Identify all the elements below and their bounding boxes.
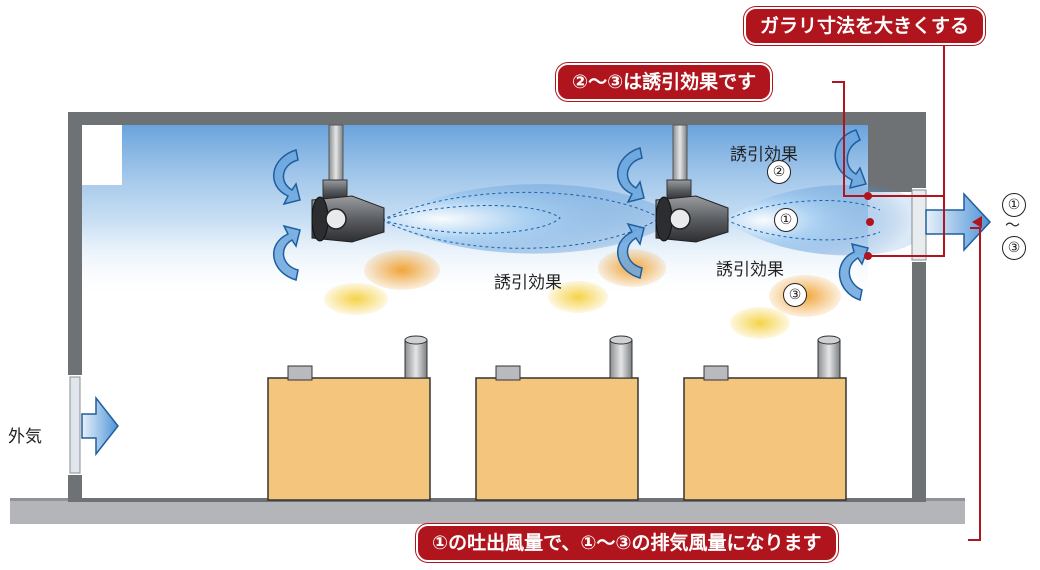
machines bbox=[267, 335, 847, 501]
label-outside-air: 外気 bbox=[8, 427, 42, 447]
callout-induction-note: ②〜③は誘引効果です bbox=[556, 63, 773, 101]
marker-three-outlet: ③ bbox=[1002, 236, 1026, 260]
marker-three: ③ bbox=[783, 283, 807, 307]
label-induction-left: 誘引効果 bbox=[494, 273, 562, 293]
marker-two: ② bbox=[767, 160, 791, 184]
marker-one-outlet: ① bbox=[1002, 193, 1026, 217]
flow-arrow-icon bbox=[925, 192, 992, 252]
fan-jet-nozzle-icon bbox=[655, 124, 729, 243]
label-induction-bottom-right: 誘引効果 bbox=[716, 260, 784, 280]
callout-exhaust-volume: ①の吐出風量で、①〜③の排気風量になります bbox=[416, 524, 838, 562]
label-induction-top-right: 誘引効果 bbox=[730, 145, 798, 165]
flow-arrow-icon bbox=[81, 395, 119, 457]
fan-jet-nozzle-icon bbox=[311, 124, 385, 243]
leader-lines bbox=[832, 40, 981, 541]
marker-tilde: 〜 bbox=[1005, 216, 1021, 234]
callout-louver-size: ガラリ寸法を大きくする bbox=[744, 7, 986, 45]
exhaust-duct-icon bbox=[911, 189, 927, 261]
curved-arrow-icon bbox=[272, 129, 869, 301]
air-jets bbox=[380, 184, 912, 256]
marker-one: ① bbox=[774, 208, 798, 232]
leader-dots bbox=[864, 192, 982, 260]
floor bbox=[10, 498, 965, 524]
